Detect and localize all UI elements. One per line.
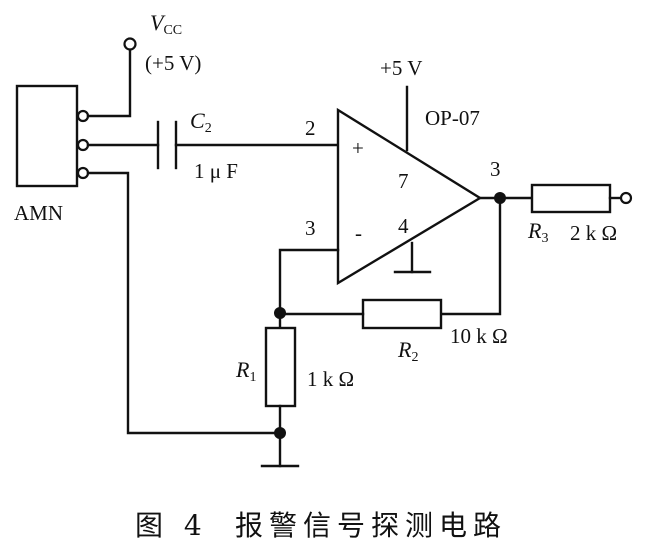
vcc-terminal: [123, 37, 137, 51]
supply-label: +5 V: [380, 56, 422, 80]
amn-pin-gnd: [76, 166, 90, 180]
ground-return-wire: [86, 171, 282, 435]
c2-value: 1 μ F: [194, 159, 238, 183]
figure-number: 图 4: [135, 509, 208, 542]
r1-resistor: [264, 326, 297, 408]
r2-label: R2: [397, 337, 418, 365]
figure-title: 报警信号探测电路: [235, 509, 507, 542]
opamp-pin3-label: 3: [305, 216, 316, 240]
opamp-out-pin-label: 3: [490, 157, 501, 181]
r3-label: R3: [527, 218, 548, 246]
amn-sensor-box: [15, 84, 79, 188]
ground-node: [274, 427, 286, 439]
amn-pin-vcc: [76, 109, 90, 123]
opamp-plus-sign: +: [352, 136, 364, 160]
r3-resistor: [530, 183, 612, 214]
r2-resistor: [361, 298, 443, 330]
r1-label: R1: [235, 357, 256, 385]
inverting-input-wire: [278, 248, 340, 315]
vcc-wire: [86, 48, 132, 118]
amn-pin-signal: [76, 138, 90, 152]
r2-value: 10 k Ω: [450, 324, 508, 348]
opamp-triangle: [336, 107, 483, 286]
amn-label: AMN: [14, 201, 63, 225]
opamp-pin2-label: 2: [305, 116, 316, 140]
r3-value: 2 k Ω: [570, 221, 617, 245]
r1-value: 1 k Ω: [307, 367, 354, 391]
c2-label: C2: [190, 108, 212, 136]
opamp-model-label: OP-07: [425, 106, 480, 130]
output-terminal: [619, 191, 633, 205]
vcc-label: VCC: [150, 10, 182, 38]
opamp-minus-sign: -: [355, 221, 362, 245]
vcc-value: (+5 V): [145, 51, 201, 75]
feedback-wire: [439, 196, 502, 316]
opamp-pin7-label: 7: [398, 169, 409, 193]
opamp-pin4-label: 4: [398, 214, 409, 238]
